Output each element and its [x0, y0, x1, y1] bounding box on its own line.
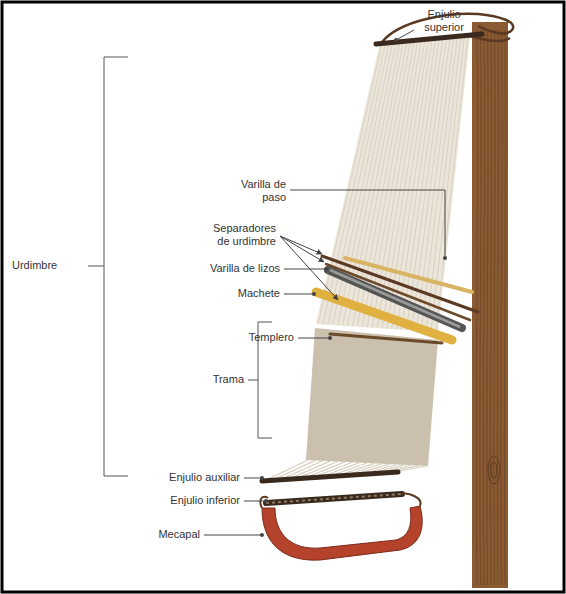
part-label: Enjulio inferior: [110, 494, 240, 507]
part-label: Varilla de paso: [236, 178, 286, 204]
lower-beam-texture: [266, 494, 402, 503]
wood-grain: [476, 30, 505, 585]
woven-fabric: [306, 328, 438, 466]
auxiliary-beam: [262, 472, 398, 481]
leader-lines: [204, 30, 445, 535]
wooden-post: [472, 22, 508, 588]
machete: [316, 292, 452, 340]
part-label: Enjulio auxiliar: [110, 471, 240, 484]
part-label: Mecapal: [100, 528, 200, 541]
part-label: Varilla de lizos: [170, 262, 280, 275]
warp-separator: [326, 264, 470, 320]
leader-dots: [260, 38, 447, 537]
part-label: Trama: [190, 373, 244, 386]
top-beam: [376, 34, 482, 44]
part-label: Urdimbre: [12, 259, 82, 272]
warp-bracket: [88, 57, 128, 476]
part-label: Machete: [200, 287, 280, 300]
warp-threads: [318, 36, 468, 332]
mecapal-strap: [262, 506, 422, 560]
temple: [330, 334, 442, 343]
warp: [316, 36, 470, 332]
part-label: Separadores de urdimbre: [200, 222, 276, 248]
lower-beam: [266, 494, 402, 503]
part-label: Templero: [226, 331, 294, 344]
strap-cords: [260, 494, 420, 508]
part-label: Enjulio superior: [416, 8, 472, 34]
